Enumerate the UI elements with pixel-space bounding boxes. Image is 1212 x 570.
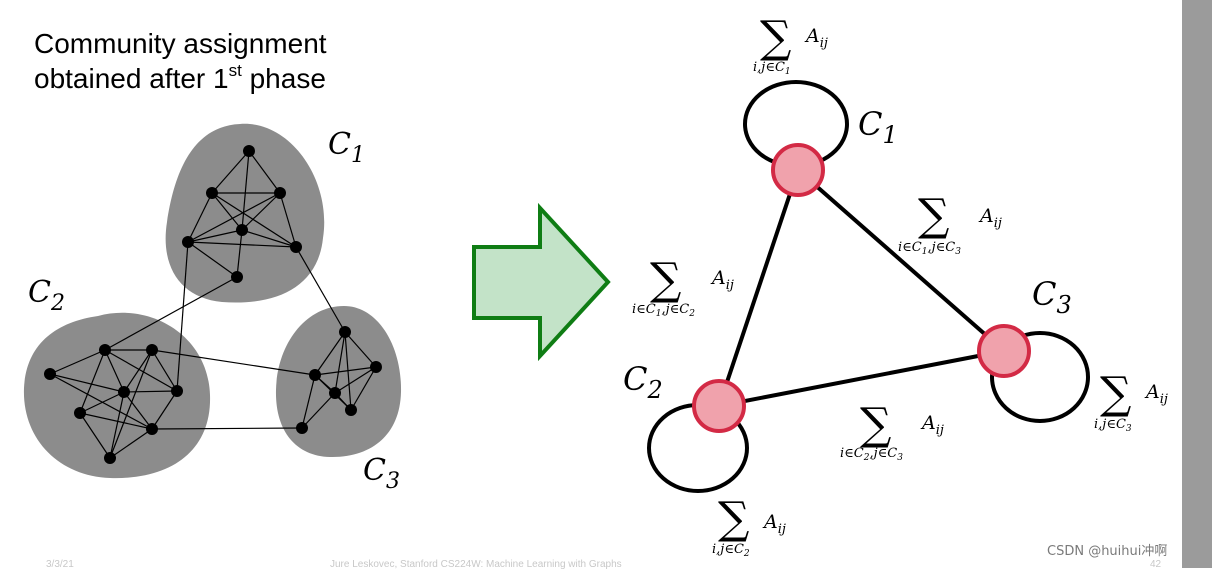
graph-node [74,407,86,419]
self-loop-c3 [990,331,1090,423]
sum-self-c3: ∑ Aij i,j∈C3 [1094,368,1168,434]
right-graph: C1 C2 C3 ∑ Aij i,j∈C1 ∑ Aij i∈C1,j∈C3 ∑ … [623,12,1168,559]
graph-node [99,344,111,356]
left-graph: C1 C2 C3 [23,123,402,494]
sum-self-c2: ∑ Aij i,j∈C2 [712,493,786,559]
community-blob-c1 [165,123,325,303]
svg-text:i,j∈C2: i,j∈C2 [712,542,750,559]
super-node-c3 [977,324,1031,378]
svg-text:i∈C1,j∈C3: i∈C1,j∈C3 [898,240,961,257]
graph-node [104,452,116,464]
svg-text:∑: ∑ [760,12,791,63]
super-node-label-c1: C1 [858,105,898,149]
heading-line2-pre: obtained after 1 [34,63,229,94]
sum-c1-c3: ∑ Aij i∈C1,j∈C3 [898,190,1002,257]
edge-c1-c2 [717,169,800,407]
community-blob-c3 [275,306,402,458]
graph-node [290,241,302,253]
svg-text:i,j∈C1: i,j∈C1 [753,60,791,77]
graph-node [146,423,158,435]
svg-text:Aij: Aij [920,412,944,438]
graph-node [339,326,351,338]
sum-c2-c3: ∑ Aij i∈C2,j∈C3 [840,399,944,463]
left-graph-edges [49,150,377,459]
svg-text:∑: ∑ [918,190,949,241]
heading-line1: Community assignment [34,28,327,59]
heading-line2-post: phase [241,63,326,94]
graph-node [206,187,218,199]
footer-date: 3/3/21 [46,559,74,570]
community-label-c1: C1 [328,127,365,168]
super-node-label-c2: C2 [623,360,663,404]
super-node-c1 [771,143,825,197]
svg-text:∑: ∑ [1100,368,1131,419]
svg-text:∑: ∑ [860,399,891,450]
community-label-c2: C2 [28,275,65,316]
super-node-label-c3: C3 [1032,275,1072,319]
phase-heading: Community assignment obtained after 1st p… [34,26,327,96]
graph-node [274,187,286,199]
svg-text:Aij: Aij [978,205,1002,231]
community-label-c3: C3 [363,453,400,494]
graph-node [345,404,357,416]
svg-text:Aij: Aij [1144,381,1168,407]
graph-node [231,271,243,283]
graph-node [309,369,321,381]
svg-text:i∈C1,j∈C2: i∈C1,j∈C2 [632,302,695,319]
edge-c2-c3 [718,349,1005,408]
graph-node [44,368,56,380]
graph-node [182,236,194,248]
svg-text:i∈C2,j∈C3: i∈C2,j∈C3 [840,446,903,463]
vertical-scrollbar[interactable] [1182,0,1212,568]
super-node-c2 [692,379,746,433]
graph-node [171,385,183,397]
footer-course: Jure Leskovec, Stanford CS224W: Machine … [330,559,622,570]
sum-c1-c2: ∑ Aij i∈C1,j∈C2 [632,254,734,319]
svg-text:∑: ∑ [718,493,749,544]
graph-node [236,224,248,236]
graph-node [118,386,130,398]
svg-text:i,j∈C3: i,j∈C3 [1094,417,1132,434]
graph-node [370,361,382,373]
graph-node [146,344,158,356]
sum-self-c1: ∑ Aij i,j∈C1 [753,12,828,77]
svg-text:Aij: Aij [762,511,786,537]
graph-node [296,422,308,434]
footer-page-number: 42 [1150,559,1162,570]
left-graph-nodes [44,145,382,464]
right-arrow-icon [472,202,611,362]
graph-node [243,145,255,157]
svg-text:Aij: Aij [710,267,734,293]
heading-line2-sup: st [228,61,242,80]
svg-text:Aij: Aij [804,25,828,51]
edge-c1-c3 [796,168,1006,353]
csdn-watermark: CSDN @huihui冲啊 [1047,544,1168,559]
graph-node [329,387,341,399]
svg-text:∑: ∑ [650,254,681,305]
